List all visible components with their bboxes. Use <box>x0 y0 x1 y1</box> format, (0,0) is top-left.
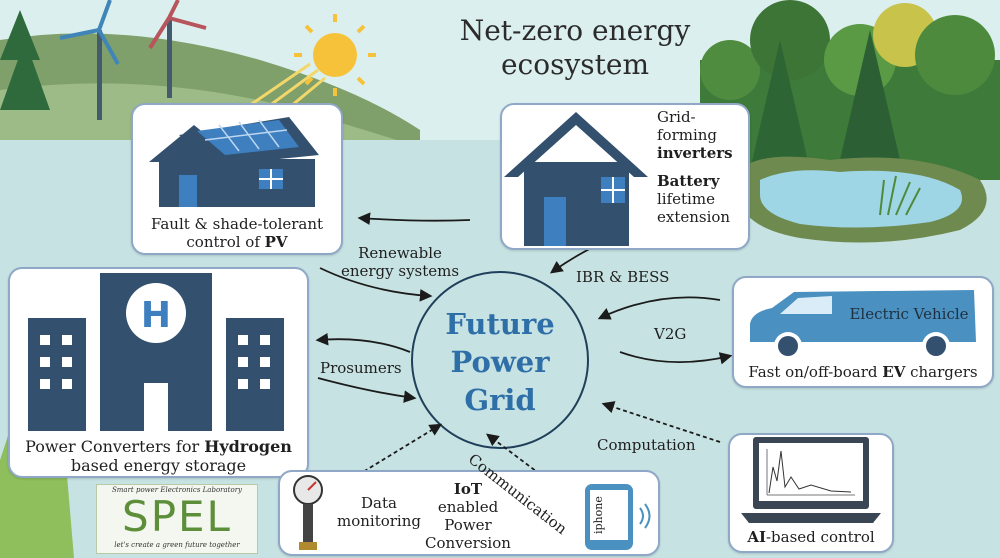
computation-label: Computation <box>597 436 696 454</box>
inverter-card: Grid- forming inverters Battery lifetime… <box>500 103 750 250</box>
arrow-from-renewables <box>319 267 433 302</box>
ibr-bess-label: IBR & BESS <box>576 268 670 286</box>
arrow-data-monitoring <box>339 423 443 487</box>
arrow-to-prosumers <box>315 332 411 353</box>
ev-caption: Fast on/off-board EV chargers <box>748 363 978 381</box>
pv-caption: Fault & shade-tolerant control of PV <box>150 215 324 251</box>
arrow-communication <box>485 433 586 509</box>
spel-logo: Smart power Electronics Laboratory SPEL … <box>96 484 258 554</box>
signal-icon <box>639 503 651 529</box>
iot-card: Data monitoring IoT enabled Power Conver… <box>278 470 660 556</box>
house-icon <box>504 112 648 246</box>
arrow-to-pv <box>357 212 471 225</box>
pv-card: Fault & shade-tolerant control of PV <box>131 103 343 255</box>
solar-house-icon <box>149 117 319 207</box>
laptop-icon <box>741 437 881 523</box>
prosumers-label: Prosumers <box>320 359 402 377</box>
future-power-grid-label: Future Power Grid <box>445 307 555 417</box>
arrow-v2g <box>619 351 733 365</box>
phone-icon: iphone <box>585 484 633 550</box>
grass-icon <box>0 420 74 558</box>
electric-vehicle-icon <box>750 290 976 360</box>
hydrogen-caption: Power Converters for Hydrogen based ener… <box>25 437 292 475</box>
hydrogen-card: H Power Converters for Hydrogen based en… <box>8 267 309 478</box>
ai-caption: AI-based control <box>747 528 875 546</box>
tree-icon <box>0 10 50 110</box>
ai-card: AI-based control <box>728 433 894 553</box>
pressure-gauge-icon <box>293 475 323 550</box>
renewable-label: Renewable energy systems <box>340 244 460 280</box>
arrow-computation <box>601 401 721 443</box>
wind-turbine-icon <box>59 0 207 120</box>
iot-label: IoT enabled Power Conversion <box>425 480 511 552</box>
pond-icon <box>740 156 987 243</box>
data-monitoring-label: Data monitoring <box>336 494 421 530</box>
hydrogen-building-icon: H <box>28 273 284 431</box>
phone-label: iphone <box>592 496 605 534</box>
ev-card: Electric Vehicle Fast on/off-board EV ch… <box>732 276 994 388</box>
v2g-label: V2G <box>654 325 687 343</box>
arrow-from-prosumers <box>317 377 417 403</box>
future-grid-circle <box>411 271 589 449</box>
arrow-from-ev <box>597 296 721 320</box>
inverter-caption: Grid- forming inverters Battery lifetime… <box>657 108 733 226</box>
diagram-title: Net-zero energy ecosystem <box>459 14 691 81</box>
svg-text:H: H <box>141 295 171 336</box>
ev-name: Electric Vehicle <box>849 305 969 323</box>
